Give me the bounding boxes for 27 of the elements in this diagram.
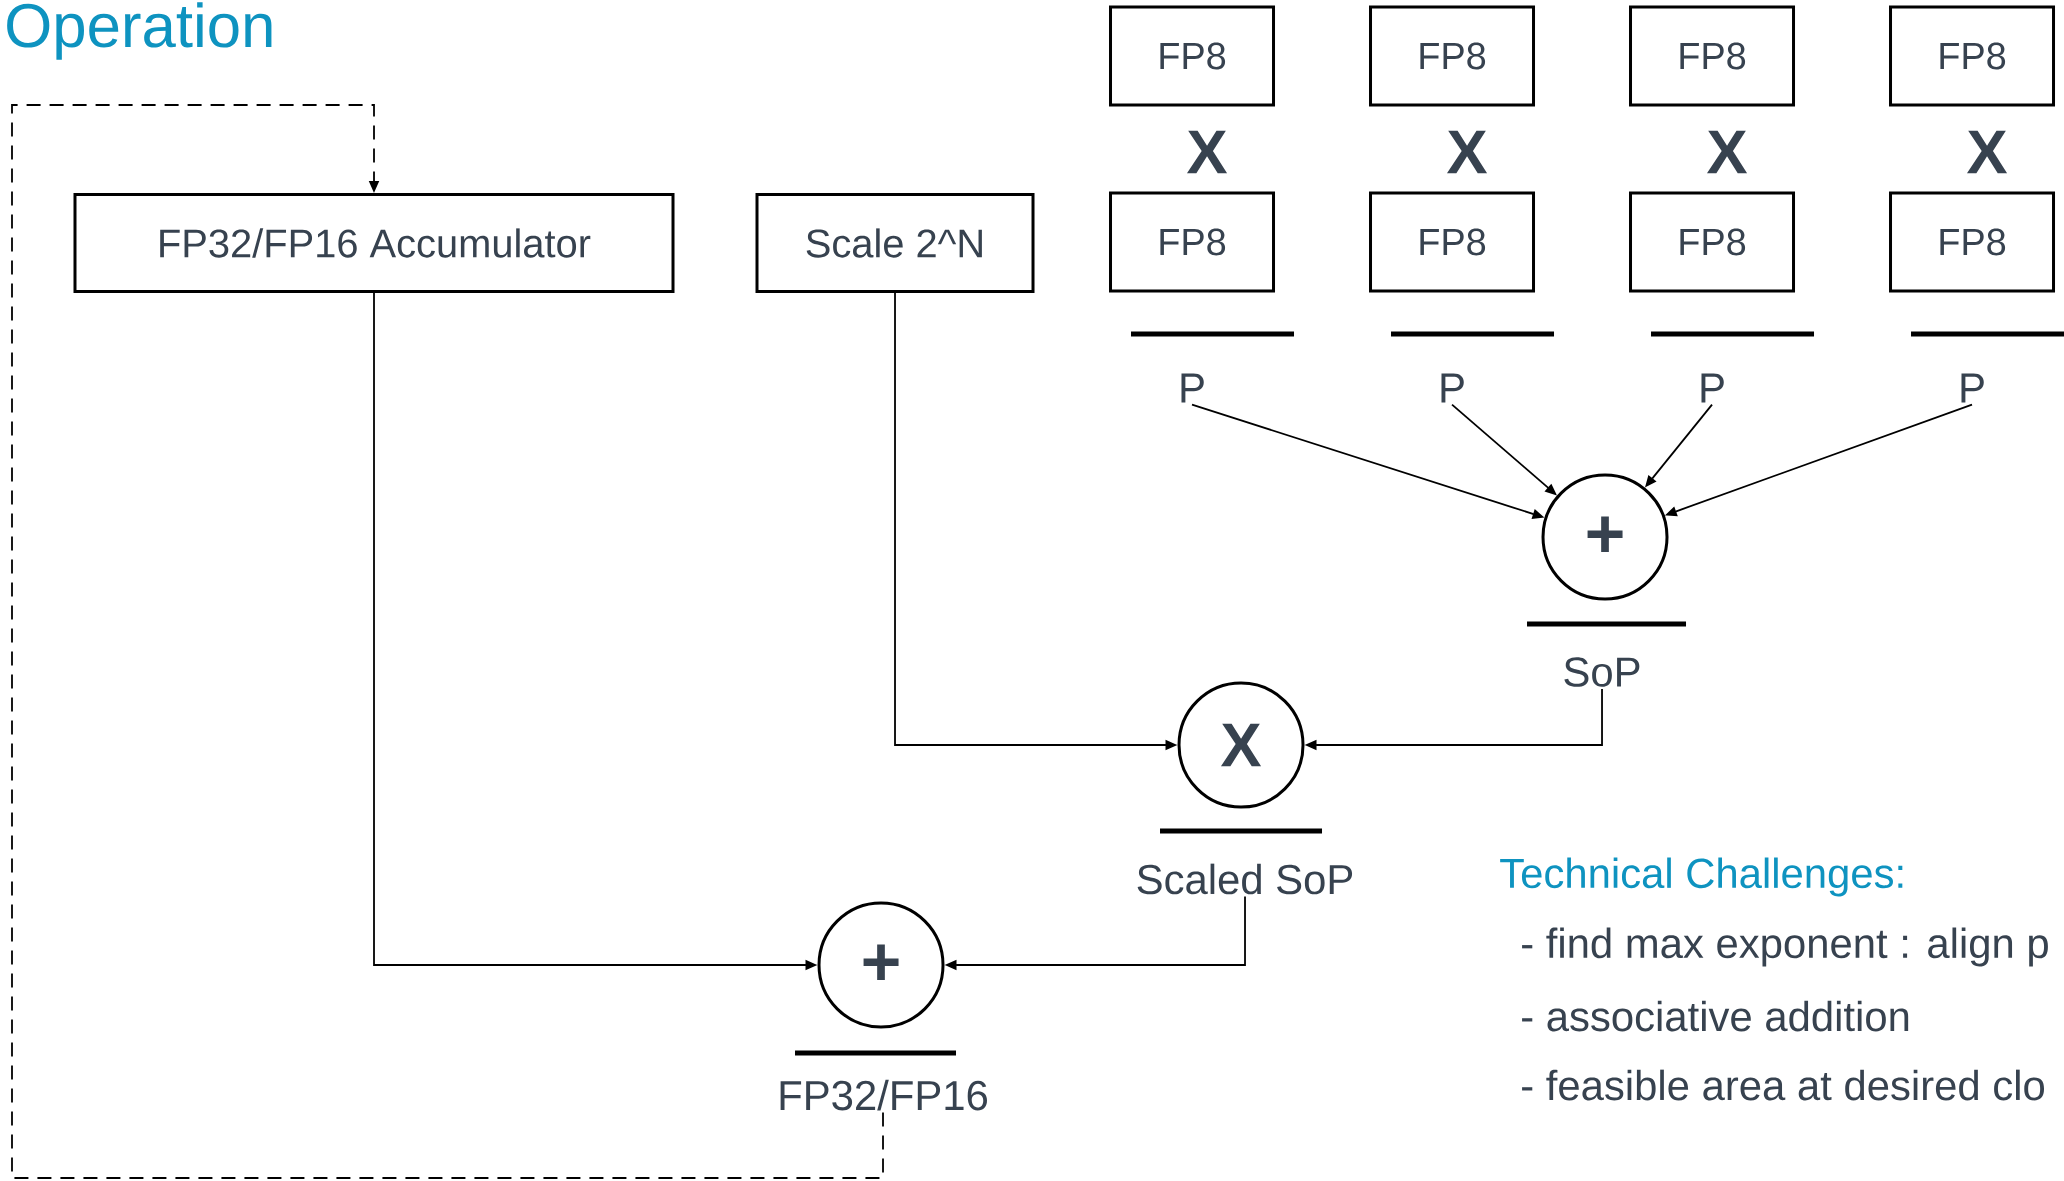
result-label: P bbox=[1441, 373, 1464, 403]
times-sign: X bbox=[1186, 130, 1228, 174]
arrow bbox=[11, 104, 884, 1179]
result-label: P bbox=[1961, 373, 1984, 403]
times-sign: X bbox=[1446, 130, 1488, 174]
operand-box: FP32/FP16 Accumulator bbox=[73, 193, 675, 293]
operand-box: FP8 bbox=[1369, 191, 1535, 293]
result-label: SoP bbox=[1564, 657, 1640, 687]
challenge-item: - feasible area at desired clo bbox=[1522, 1069, 2044, 1101]
operand-box: FP8 bbox=[1629, 5, 1795, 107]
result-label: P bbox=[1181, 373, 1204, 403]
operand-box: FP8 bbox=[1109, 191, 1275, 293]
operand-box: FP8 bbox=[1629, 191, 1795, 293]
result-label: Scaled SoP bbox=[1137, 863, 1353, 895]
times-sign: X bbox=[1706, 130, 1748, 174]
challenge-item: - associative addition bbox=[1522, 1000, 1909, 1032]
result-label: FP32/FP16 bbox=[780, 1079, 987, 1111]
times-sign: X bbox=[1966, 130, 2008, 174]
slide-title: Operation bbox=[7, 2, 272, 60]
operand-box: FP8 bbox=[1889, 5, 2055, 107]
operand-box: FP8 bbox=[1889, 191, 2055, 293]
challenge-item: - find max exponent : align p bbox=[1522, 927, 2048, 967]
challenges-heading: Technical Challenges: bbox=[1500, 857, 1903, 897]
result-label: P bbox=[1701, 373, 1724, 403]
operand-box: FP8 bbox=[1369, 5, 1535, 107]
operand-box: Scale 2^N bbox=[755, 193, 1035, 293]
operand-box: FP8 bbox=[1109, 5, 1275, 107]
